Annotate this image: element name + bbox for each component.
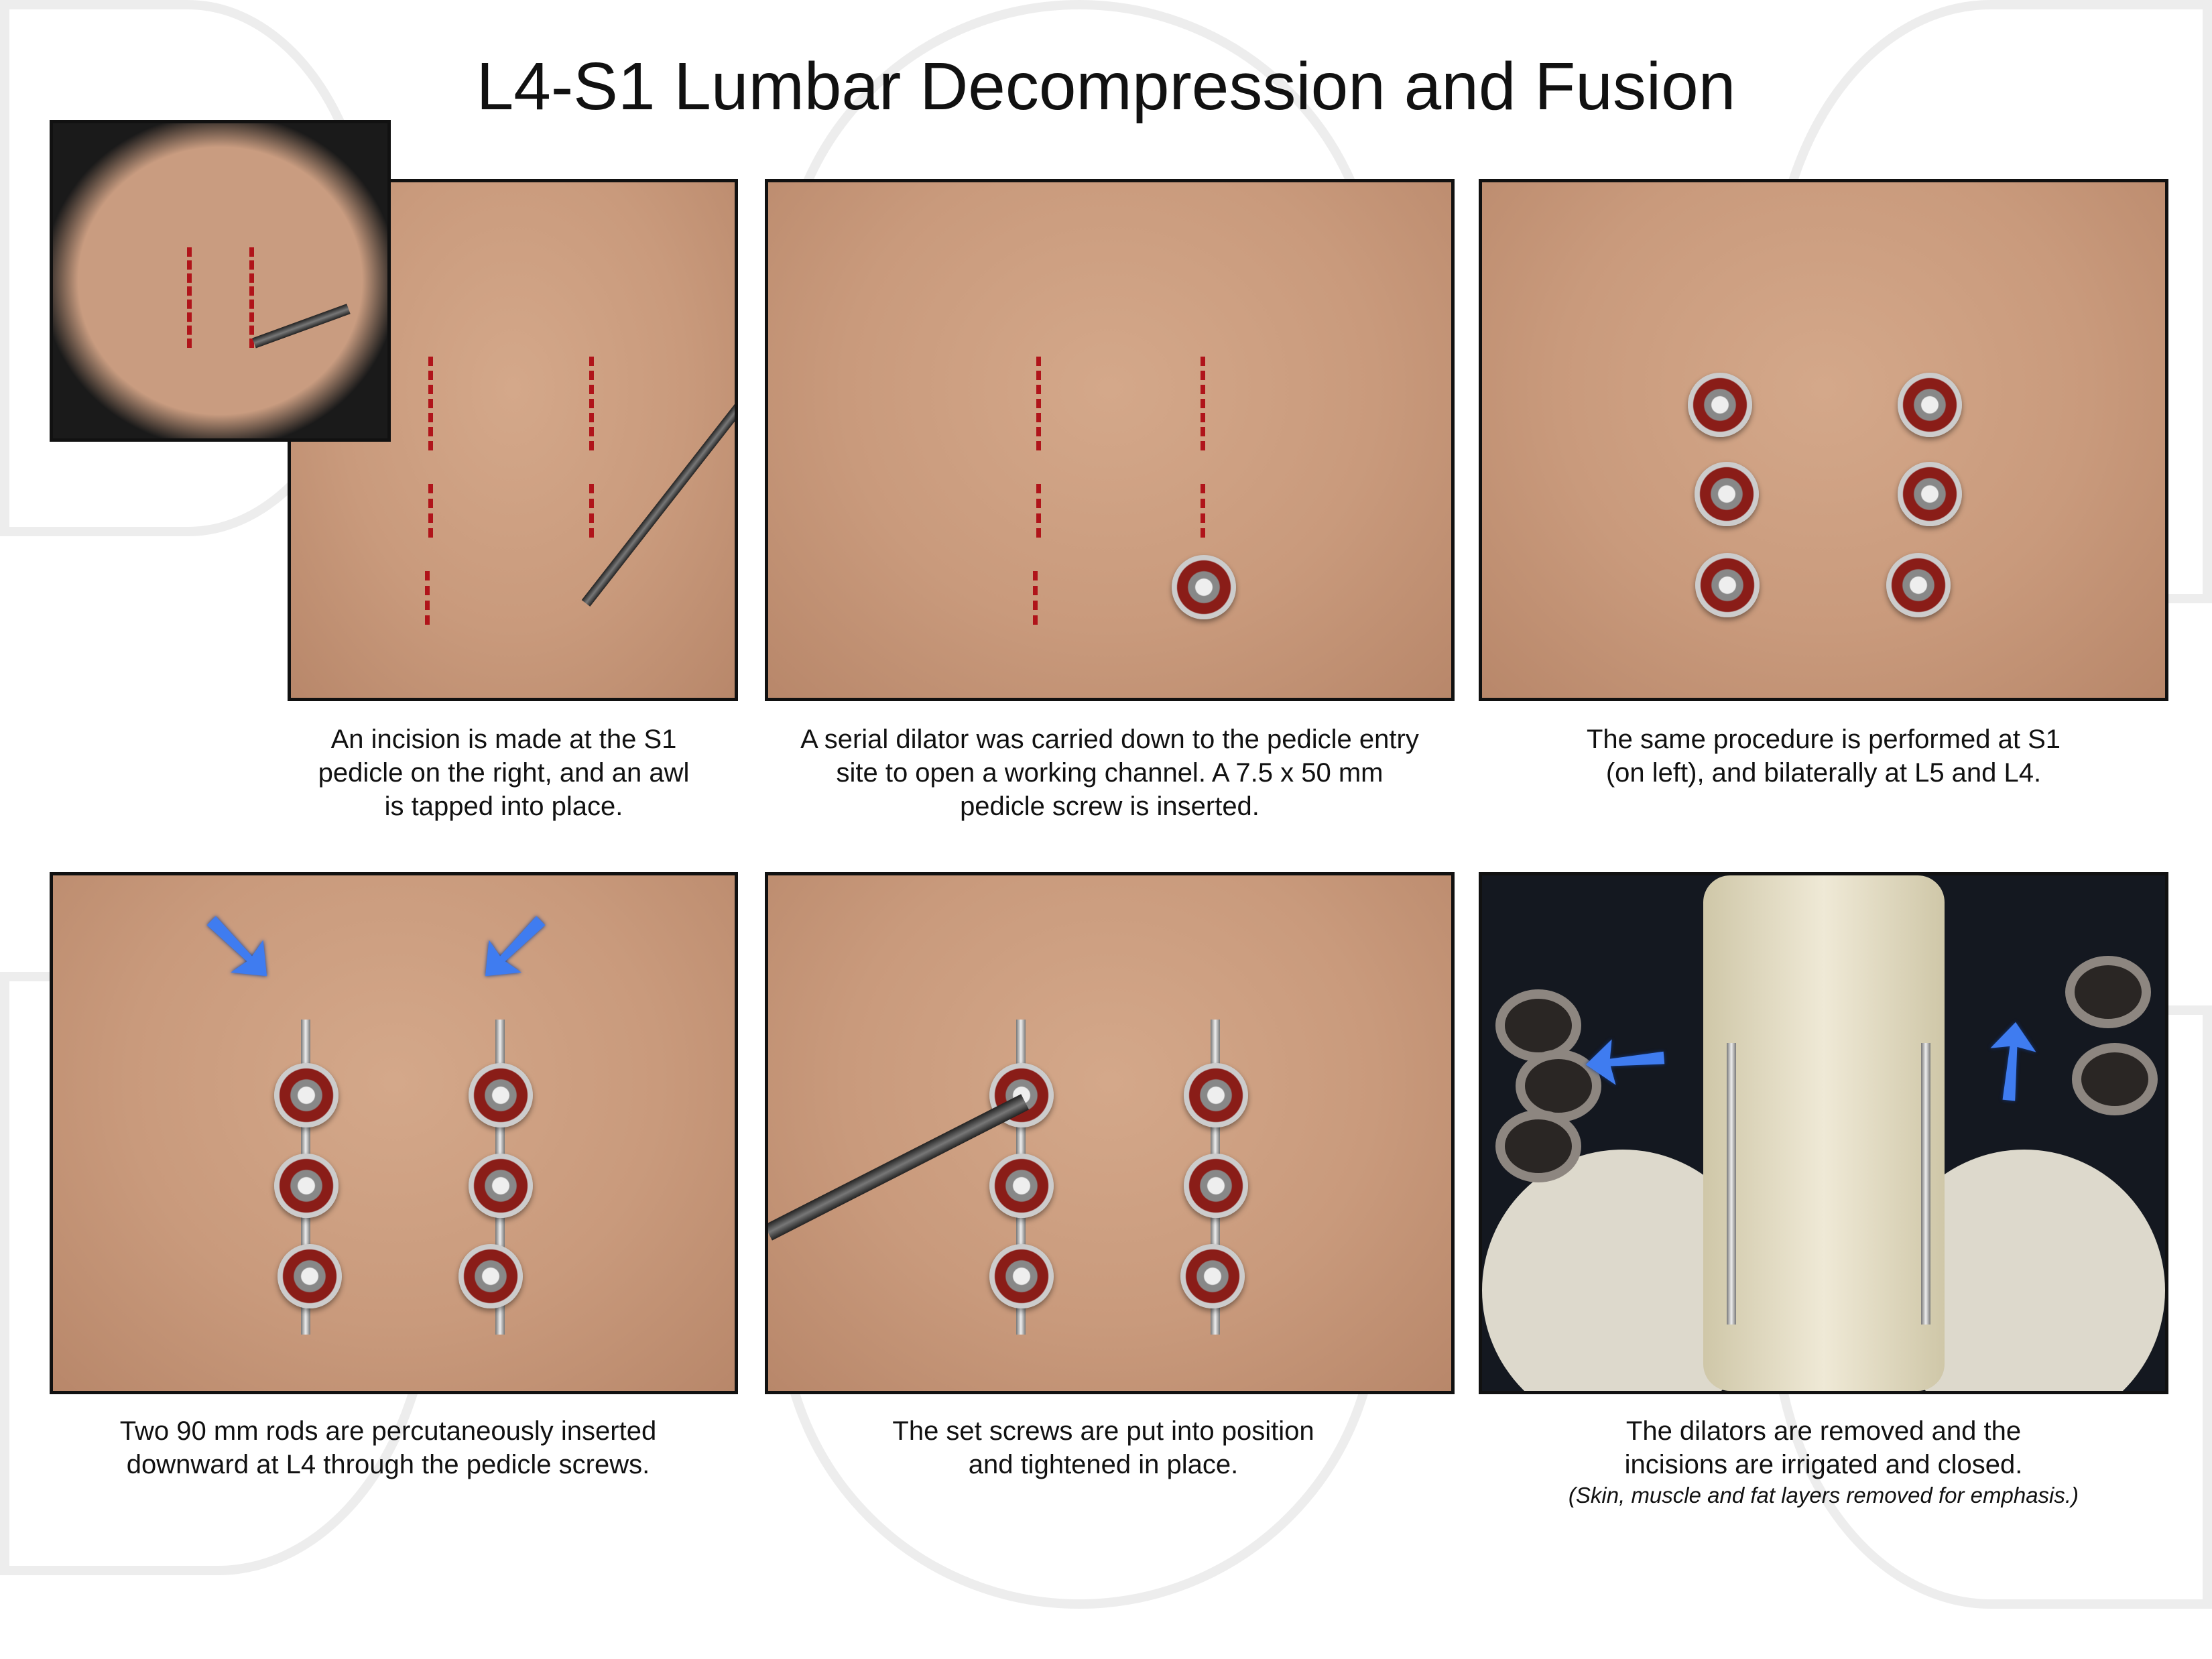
- pedicle-screw: [1695, 553, 1760, 617]
- pedicle-screw: [469, 1154, 533, 1218]
- incision-mark: [428, 357, 438, 450]
- incision-mark: [1033, 571, 1042, 625]
- pedicle-screw: [1688, 373, 1752, 437]
- back-overview-inset: [50, 120, 391, 442]
- incision-mark: [589, 357, 599, 450]
- pedicle-screw: [1184, 1063, 1248, 1127]
- step-5-caption: The set screws are put into position and…: [765, 1414, 1442, 1481]
- pedicle-screw: [1898, 373, 1962, 437]
- arrow-icon: ➘: [469, 885, 559, 1005]
- step-3-caption: The same procedure is performed at S1 (o…: [1479, 723, 2168, 790]
- step-3-illustration: [1479, 179, 2168, 701]
- incision-mark: [1201, 484, 1210, 538]
- caption-line: downward at L4 through the pedicle screw…: [126, 1450, 650, 1479]
- pedicle-screw: [1898, 462, 1962, 526]
- incision-mark: [1036, 484, 1046, 538]
- dilator-ring: [2065, 956, 2151, 1028]
- caption-line: site to open a working channel. A 7.5 x …: [836, 758, 1384, 788]
- step-1-caption: An incision is made at the S1 pedicle on…: [288, 723, 720, 823]
- pedicle-screw: [989, 1154, 1054, 1218]
- rod: [1727, 1043, 1736, 1325]
- caption-line: The same procedure is performed at S1: [1586, 725, 2061, 754]
- pedicle-screw: [274, 1063, 339, 1127]
- pedicle-screw: [1695, 462, 1759, 526]
- spine-bone: [1703, 875, 1945, 1391]
- caption-line: The dilators are removed and the: [1625, 1416, 2022, 1446]
- caption-line: pedicle on the right, and an awl: [318, 758, 690, 788]
- pedicle-screw: [1184, 1154, 1248, 1218]
- step-6-caption: The dilators are removed and the incisio…: [1479, 1414, 2168, 1510]
- pedicle-screw: [274, 1154, 339, 1218]
- step-4-illustration: ➘ ➘: [50, 872, 738, 1394]
- step-5-illustration: [765, 872, 1455, 1394]
- incision-mark: [428, 484, 438, 538]
- step-6-illustration: ➘ ➚: [1479, 872, 2168, 1394]
- arrow-icon: ➘: [194, 885, 284, 1005]
- pedicle-screw: [278, 1244, 342, 1308]
- page-title: L4-S1 Lumbar Decompression and Fusion: [476, 49, 1736, 124]
- pedicle-screw: [989, 1244, 1054, 1308]
- pedicle-screw: [458, 1244, 523, 1308]
- caption-line: Two 90 mm rods are percutaneously insert…: [119, 1416, 657, 1446]
- caption-line: is tapped into place.: [384, 792, 623, 821]
- caption-line: (on left), and bilaterally at L5 and L4.: [1605, 758, 2042, 788]
- caption-line: pedicle screw is inserted.: [960, 792, 1259, 821]
- caption-line: The set screws are put into position: [892, 1416, 1314, 1446]
- rod: [1921, 1043, 1930, 1325]
- awl-tool: [252, 304, 351, 349]
- dilator-ring: [1495, 1110, 1581, 1182]
- awl-tool: [581, 378, 735, 607]
- caption-note: (Skin, muscle and fat layers removed for…: [1568, 1483, 2079, 1508]
- pedicle-screw: [469, 1063, 533, 1127]
- incision-mark: [425, 571, 434, 625]
- step-4-caption: Two 90 mm rods are percutaneously insert…: [50, 1414, 727, 1481]
- screwdriver-tool: [768, 1094, 1030, 1241]
- incision-mark: [1201, 357, 1210, 450]
- step-2-illustration: [765, 179, 1455, 701]
- caption-line: and tightened in place.: [968, 1450, 1239, 1479]
- arrow-icon: ➚: [1937, 983, 2083, 1134]
- pedicle-screw: [1886, 553, 1951, 617]
- caption-line: incisions are irrigated and closed.: [1624, 1450, 2023, 1479]
- step-2-caption: A serial dilator was carried down to the…: [765, 723, 1455, 823]
- caption-line: A serial dilator was carried down to the…: [800, 725, 1419, 754]
- incision-mark: [249, 247, 259, 348]
- pedicle-screw: [1172, 555, 1236, 619]
- dilator-ring: [2072, 1043, 2158, 1115]
- caption-line: An incision is made at the S1: [330, 725, 677, 754]
- pedicle-screw: [1180, 1244, 1245, 1308]
- incision-mark: [589, 484, 599, 538]
- incision-mark: [1036, 357, 1046, 450]
- incision-mark: [187, 247, 196, 348]
